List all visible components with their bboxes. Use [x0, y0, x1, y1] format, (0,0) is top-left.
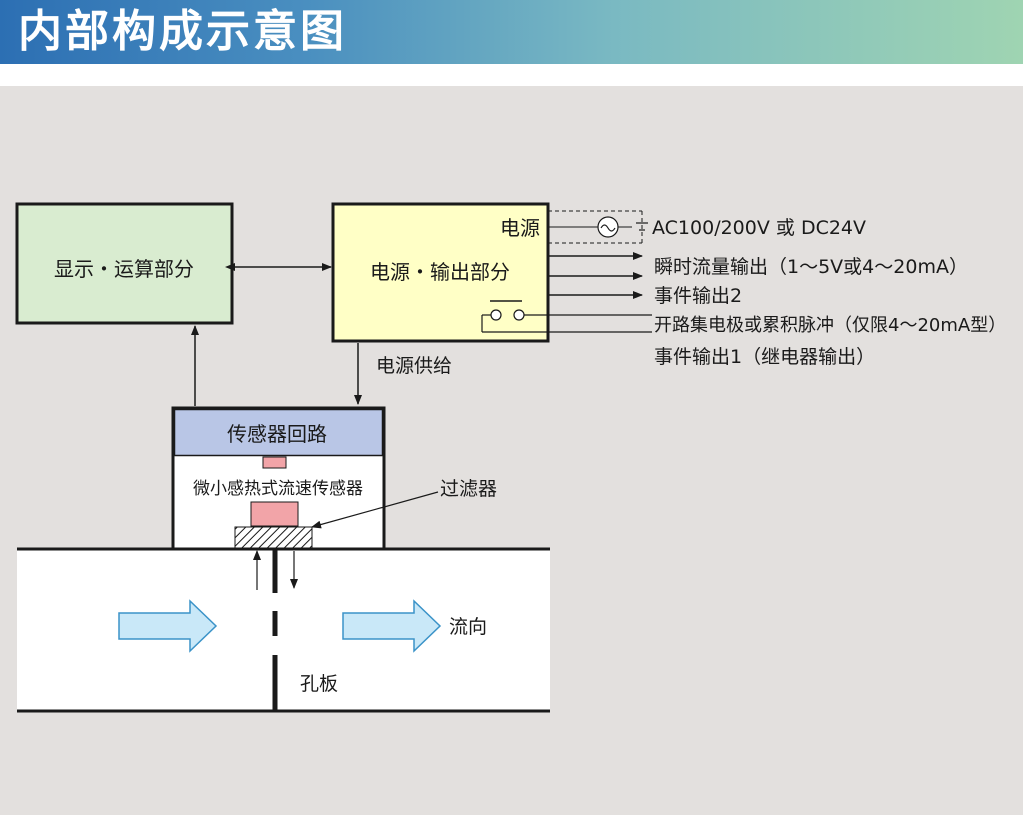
- sensor-name-label: 微小感热式流速传感器: [193, 479, 363, 499]
- power-output-block: [331, 202, 550, 343]
- power-supply-label: 电源供给: [376, 355, 452, 377]
- instant-output-label: 瞬时流量输出（1～5V或4～20mA）: [654, 256, 968, 278]
- sensor-circuit-header: [173, 408, 384, 457]
- filter-label: 过滤器: [440, 478, 497, 500]
- relay-contact-icon: [513, 309, 525, 321]
- sine-wave-icon: [600, 224, 616, 232]
- power-input-label: AC100/200V 或 DC24V: [652, 217, 866, 239]
- power-block-title: 电源: [500, 216, 540, 240]
- relay-contact-icon: [490, 309, 502, 321]
- sensor-circuit-label: 传感器回路: [227, 422, 327, 446]
- flow-arrow-left: [118, 599, 218, 653]
- pipe: [17, 549, 550, 712]
- filter-element: [234, 526, 313, 549]
- event1-output-label: 事件输出1（继电器输出）: [654, 346, 875, 368]
- filter-callout-arrow: [311, 491, 439, 529]
- power-block-label: 电源・输出部分: [370, 260, 510, 284]
- flow-arrow-right: [342, 599, 442, 653]
- page-title: 内部构成示意图: [18, 6, 347, 57]
- sensor-element-top: [262, 456, 287, 469]
- event2-output-label: 事件输出2: [654, 285, 742, 307]
- header-banner: 内部构成示意图: [0, 0, 1023, 64]
- orifice-label: 孔板: [300, 673, 338, 695]
- flow-direction-label: 流向: [449, 616, 487, 638]
- display-block-label: 显示・运算部分: [54, 257, 194, 281]
- open-collector-label: 开路集电极或累积脉冲（仅限4～20mA型）: [654, 315, 1006, 336]
- sensor-element: [250, 501, 299, 527]
